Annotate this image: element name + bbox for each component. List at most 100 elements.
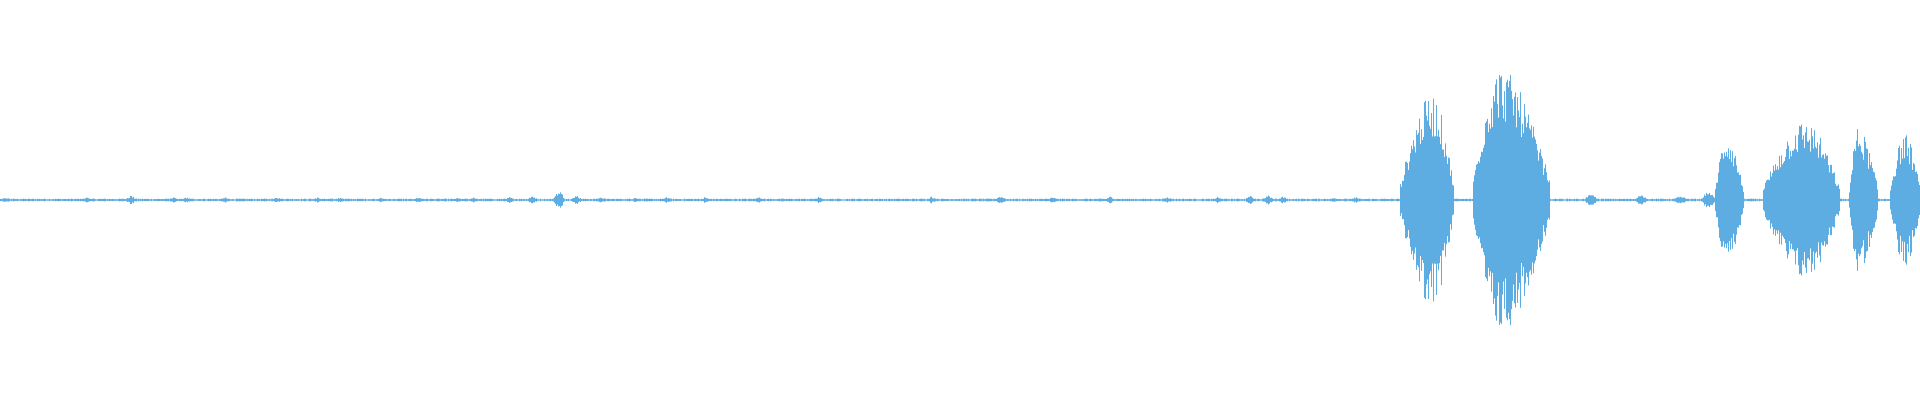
waveform-sample [797, 199, 798, 201]
waveform-sample [707, 198, 708, 202]
waveform-sample [1185, 198, 1186, 202]
waveform-sample [1780, 167, 1781, 233]
waveform-sample [564, 198, 565, 202]
waveform-sample [367, 199, 368, 201]
waveform-sample [235, 199, 236, 201]
waveform-sample [286, 198, 287, 202]
waveform-sample [1774, 170, 1775, 230]
waveform-sample [1265, 198, 1266, 202]
waveform-sample [1327, 198, 1328, 202]
waveform-sample [423, 198, 424, 202]
waveform-sample [1645, 197, 1646, 203]
waveform-sample [1854, 148, 1855, 252]
waveform-sample [1271, 197, 1272, 203]
waveform-sample [1522, 123, 1523, 277]
waveform-sample [1074, 199, 1075, 201]
waveform-sample [1805, 132, 1806, 268]
waveform-sample [1455, 198, 1456, 202]
waveform-sample [364, 199, 365, 201]
waveform-sample [943, 198, 944, 202]
waveform-sample [1857, 129, 1858, 271]
waveform-sample [1901, 148, 1902, 252]
waveform-sample [285, 199, 286, 201]
waveform-sample [751, 198, 752, 202]
waveform-sample [377, 199, 378, 201]
waveform-sample [181, 198, 182, 202]
waveform-sample [1882, 199, 1883, 201]
waveform-sample [1720, 158, 1721, 242]
waveform-sample [165, 198, 166, 202]
waveform-sample [1223, 199, 1224, 201]
waveform-sample [1682, 197, 1683, 203]
waveform-sample [1852, 170, 1853, 230]
waveform-sample [1332, 198, 1333, 202]
waveform-sample [1698, 199, 1699, 201]
waveform-sample [1753, 198, 1754, 202]
waveform-sample [1700, 199, 1701, 201]
waveform-sample [450, 198, 451, 202]
waveform-sample [1498, 117, 1499, 283]
waveform-sample [155, 199, 156, 201]
waveform-sample [986, 198, 987, 202]
waveform-sample [57, 198, 58, 202]
waveform-sample [1442, 149, 1443, 251]
waveform-sample [953, 199, 954, 201]
waveform-sample [1008, 199, 1009, 201]
waveform-sample [1277, 199, 1278, 201]
waveform-sample [742, 198, 743, 202]
waveform-sample [970, 199, 971, 201]
waveform-sample [1518, 110, 1519, 290]
waveform-sample [1523, 132, 1524, 268]
waveform-sample [527, 199, 528, 201]
waveform-sample [946, 199, 947, 201]
waveform-sample [1197, 199, 1198, 201]
waveform-sample [616, 198, 617, 202]
waveform-sample [134, 198, 135, 202]
waveform-sample [1904, 158, 1905, 242]
waveform-sample [1428, 100, 1429, 300]
waveform-sample [1856, 140, 1857, 260]
waveform-sample [1627, 198, 1628, 202]
waveform-sample [521, 198, 522, 202]
waveform-sample [1834, 172, 1835, 228]
waveform-sample [1643, 197, 1644, 203]
waveform-sample [1501, 76, 1502, 324]
waveform-sample [31, 198, 32, 202]
waveform-sample [1109, 196, 1110, 204]
waveform-sample [1391, 198, 1392, 202]
waveform-sample [914, 198, 915, 202]
waveform-sample [128, 198, 129, 202]
waveform-sample [1577, 198, 1578, 202]
waveform-sample [696, 199, 697, 201]
waveform-sample [777, 199, 778, 201]
waveform-sample [842, 199, 843, 201]
waveform-sample [504, 198, 505, 202]
waveform-sample [410, 198, 411, 202]
waveform-sample [1600, 199, 1601, 201]
waveform-sample [576, 196, 577, 204]
waveform-sample [472, 198, 473, 202]
waveform-sample [586, 199, 587, 201]
waveform-sample [1905, 137, 1906, 263]
waveform-sample [1656, 198, 1657, 202]
waveform-sample [248, 199, 249, 201]
waveform-sample [1884, 198, 1885, 202]
waveform-sample [505, 198, 506, 202]
waveform-sample [670, 198, 671, 202]
waveform-sample [66, 199, 67, 201]
waveform-sample [98, 198, 99, 202]
waveform-sample [1849, 192, 1850, 208]
waveform-sample [44, 198, 45, 202]
waveform-sample [1414, 146, 1415, 254]
waveform-sample [257, 198, 258, 202]
waveform-sample [753, 198, 754, 202]
waveform-sample [769, 199, 770, 201]
waveform-sample [1201, 199, 1202, 201]
waveform-sample [929, 198, 930, 202]
waveform-sample [888, 198, 889, 202]
waveform-sample [441, 198, 442, 202]
waveform-sample [1430, 128, 1431, 272]
waveform-sample [944, 198, 945, 202]
waveform-sample [1647, 198, 1648, 202]
waveform-sample [19, 199, 20, 201]
